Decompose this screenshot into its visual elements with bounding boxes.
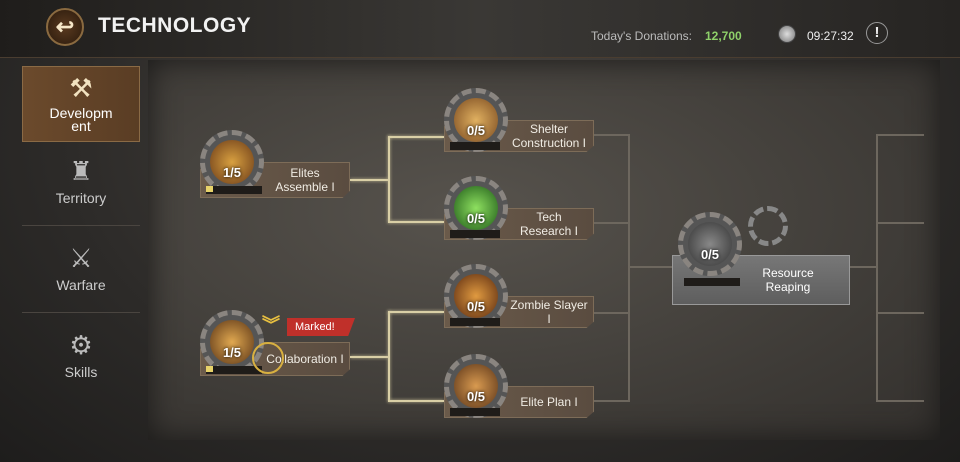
tab-skills[interactable]: ⚙ Skills <box>22 324 140 400</box>
connector <box>388 400 444 402</box>
progress-bar <box>206 366 262 374</box>
connector <box>876 222 924 224</box>
gear-frame-icon: 0/5 <box>444 264 508 328</box>
connector <box>388 311 444 313</box>
progress-fill <box>206 186 213 192</box>
progress-bar <box>450 318 500 326</box>
timer: 09:27:32 <box>807 29 854 43</box>
connector <box>876 134 924 402</box>
connector <box>630 266 672 268</box>
connector <box>594 222 630 224</box>
top-bar <box>0 0 960 58</box>
node-level: 1/5 <box>222 345 242 360</box>
progress-fill <box>206 366 213 372</box>
rifle-icon: ⚔ <box>69 243 93 273</box>
back-arrow-icon[interactable]: ↩ <box>46 8 84 46</box>
marked-badge: Marked! <box>287 318 355 336</box>
info-button[interactable]: ! <box>866 22 888 44</box>
node-level: 0/5 <box>466 123 486 138</box>
gear-frame-icon: 0/5 <box>444 354 508 418</box>
connector <box>876 312 924 314</box>
tab-label: Warfare <box>56 277 106 293</box>
node-level: 0/5 <box>466 211 486 226</box>
gear-frame-icon: 0/5 <box>678 212 742 276</box>
page-title: TECHNOLOGY <box>98 14 252 37</box>
node-level: 1/5 <box>222 165 242 180</box>
gear-frame-icon: 1/5 <box>200 130 264 194</box>
connector <box>388 136 390 222</box>
connector <box>594 312 630 314</box>
progress-bar <box>450 230 500 238</box>
connector <box>594 134 630 402</box>
soldier-icon: ♜ <box>69 156 93 186</box>
progress-bar <box>450 142 500 150</box>
donations-value: 12,700 <box>705 29 742 43</box>
gear-frame-icon: 0/5 <box>444 88 508 152</box>
node-level: 0/5 <box>700 247 720 262</box>
node-level: 0/5 <box>466 299 486 314</box>
marked-ring-icon <box>252 342 284 374</box>
tab-warfare[interactable]: ⚔ Warfare <box>22 237 140 313</box>
tab-territory[interactable]: ♜ Territory <box>22 150 140 226</box>
connector <box>350 179 388 181</box>
connector <box>850 266 876 268</box>
progress-bar <box>206 186 262 194</box>
tab-development[interactable]: ⚒Developm ent <box>22 66 140 142</box>
connector <box>388 311 390 401</box>
connector <box>350 356 388 358</box>
gear-decoration-icon <box>748 206 788 246</box>
donations-label: Today's Donations: <box>591 29 693 43</box>
connector <box>388 221 444 223</box>
tech-tree-panel <box>148 60 940 440</box>
node-label: Resource Reaping <box>762 266 814 294</box>
tab-label: Developm ent <box>49 105 113 134</box>
connector <box>388 136 444 138</box>
tab-label: Territory <box>55 190 107 206</box>
node-level: 0/5 <box>466 389 486 404</box>
hammer-icon: ⚒ <box>69 73 93 103</box>
stopwatch-icon <box>778 25 796 43</box>
tab-label: Skills <box>64 364 98 380</box>
progress-bar <box>450 408 500 416</box>
gears-icon: ⚙ <box>69 330 93 360</box>
chevron-rank-icon: ︾ <box>262 315 280 335</box>
progress-bar <box>684 278 740 286</box>
